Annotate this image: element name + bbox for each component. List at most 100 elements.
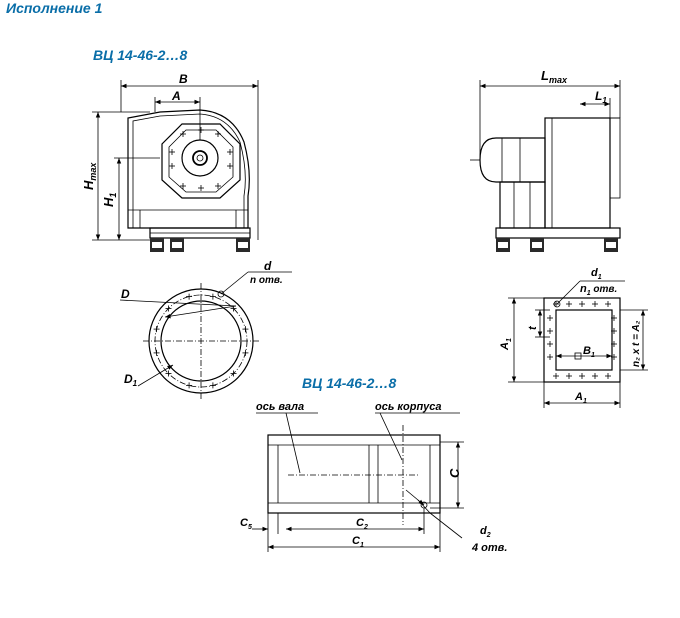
dim-c5-label: C5	[240, 517, 252, 531]
front-view: ВЦ 14-46-2…8 B A Hmax H1	[81, 47, 259, 252]
housing-bolt-mark	[169, 149, 175, 155]
motor	[479, 137, 546, 183]
dim-d2-label: d2	[480, 525, 491, 539]
axis-body-label: ось корпуса	[375, 401, 442, 413]
housing-bolt-mark	[227, 163, 233, 169]
dim-d1-leader	[556, 280, 581, 305]
fan-housing	[127, 109, 250, 229]
flange-bolt-hole	[153, 349, 160, 356]
dim-D-leader	[119, 299, 237, 307]
shaft	[196, 154, 204, 162]
square-hole	[592, 373, 598, 379]
square-hole	[566, 373, 572, 379]
dim-D1-leader	[137, 364, 174, 387]
housing-bolt-mark	[227, 149, 233, 155]
side-foot-3-hole	[606, 242, 616, 248]
square-hole	[605, 373, 611, 379]
dim-c-label: C	[447, 468, 462, 478]
dim-b-label: B	[179, 72, 188, 86]
foot-2-hole	[172, 242, 182, 248]
square-hole	[592, 301, 598, 307]
axis-body-leader	[379, 412, 403, 461]
foot-1-hole	[152, 242, 162, 248]
square-hole	[547, 315, 553, 321]
flange-bolt-hole	[242, 349, 249, 356]
flange-bolt-holes	[153, 293, 249, 389]
square-hole	[547, 341, 553, 347]
base-frame-plan	[267, 434, 441, 514]
square-hole	[611, 354, 617, 360]
flange-bolt-hole	[209, 293, 216, 300]
base-view: ВЦ 14-46-2…8 ось вала ось корпуса C d2 4…	[240, 375, 507, 554]
dim-d-hole-marker	[217, 290, 225, 298]
flange-bolt-hole	[165, 370, 172, 377]
holes-4-note: 4 отв.	[471, 542, 507, 554]
side-foot-1-hole	[498, 242, 508, 248]
dim-t-label: t	[527, 325, 539, 330]
housing-bolt-mark	[198, 185, 204, 191]
dim-lmax-label: Lmax	[541, 68, 568, 85]
inlet-ring	[181, 139, 219, 177]
dim-pitch-label: n₂ x t = A₂	[631, 320, 642, 367]
base-view-model-title: ВЦ 14-46-2…8	[302, 375, 396, 391]
dim-c2-label: C2	[356, 517, 368, 531]
square-hole	[611, 341, 617, 347]
square-flange-view: d1 n1 отв. t A1 A1 B1 n₂ x t = A₂	[499, 267, 648, 408]
housing-bolt-mark	[169, 163, 175, 169]
square-flange-inner	[555, 309, 613, 371]
foot-3-hole	[238, 242, 248, 248]
square-hole	[611, 328, 617, 334]
square-flange-outer	[543, 297, 621, 383]
holes-note: n отв.	[250, 275, 283, 286]
flange-bolt-hole	[165, 305, 172, 312]
housing-bolt-mark	[198, 127, 204, 133]
square-hole	[553, 373, 559, 379]
inlet-flange-inner	[168, 129, 234, 193]
square-flange-holes	[547, 301, 617, 379]
square-hole	[605, 301, 611, 307]
square-hole	[579, 373, 585, 379]
flange-bolt-hole	[230, 370, 237, 377]
square-hole	[579, 301, 585, 307]
outlet-flange-side	[609, 117, 621, 199]
housing-bolt-mark	[180, 131, 186, 137]
dim-l1-label: L1	[595, 89, 607, 105]
flange-bolt-hole	[186, 382, 193, 389]
round-flange-view: D D1 d n отв.	[119, 259, 292, 399]
dim-hmax-label: Hmax	[81, 162, 98, 190]
housing-bolt-mark	[215, 183, 221, 189]
side-foot-2-hole	[532, 242, 542, 248]
flange-inner-circle	[160, 300, 242, 382]
dim-a1-horizontal-label: A1	[574, 391, 587, 405]
front-view-model-title: ВЦ 14-46-2…8	[93, 47, 187, 63]
dim-d1-hole-marker	[553, 300, 561, 308]
housing-side	[544, 117, 611, 229]
motor-stand	[499, 181, 546, 229]
housing-bolt-mark	[180, 183, 186, 189]
dim-d-label: d	[264, 259, 272, 273]
axis-shaft-label: ось вала	[256, 401, 304, 413]
dim-c1-label: C1	[352, 535, 364, 549]
dim-d2-leader-2	[429, 512, 463, 539]
dim-b1-label: B1	[583, 345, 595, 359]
dim-a1-vertical-label: A1	[499, 338, 513, 351]
square-hole	[611, 315, 617, 321]
square-hole	[566, 301, 572, 307]
side-base-frame	[495, 227, 621, 239]
side-view: Lmax L1	[470, 68, 621, 252]
flange-bolt-hole	[242, 326, 249, 333]
flange-bolt-hole	[186, 293, 193, 300]
dim-a-label: A	[171, 89, 181, 103]
dim-h1-label: H1	[101, 193, 118, 207]
flange-bolt-hole	[209, 382, 216, 389]
dim-d2-arrow	[405, 489, 425, 506]
flange-bolt-hole	[153, 326, 160, 333]
hub	[192, 150, 208, 166]
square-hole	[547, 354, 553, 360]
page-title: Исполнение 1	[6, 0, 103, 16]
dim-D-label: D	[121, 287, 130, 301]
housing-bolt-mark	[215, 131, 221, 137]
dim-d1-label: d1	[591, 267, 602, 281]
holes-n1-label: n1 отв.	[580, 283, 617, 297]
